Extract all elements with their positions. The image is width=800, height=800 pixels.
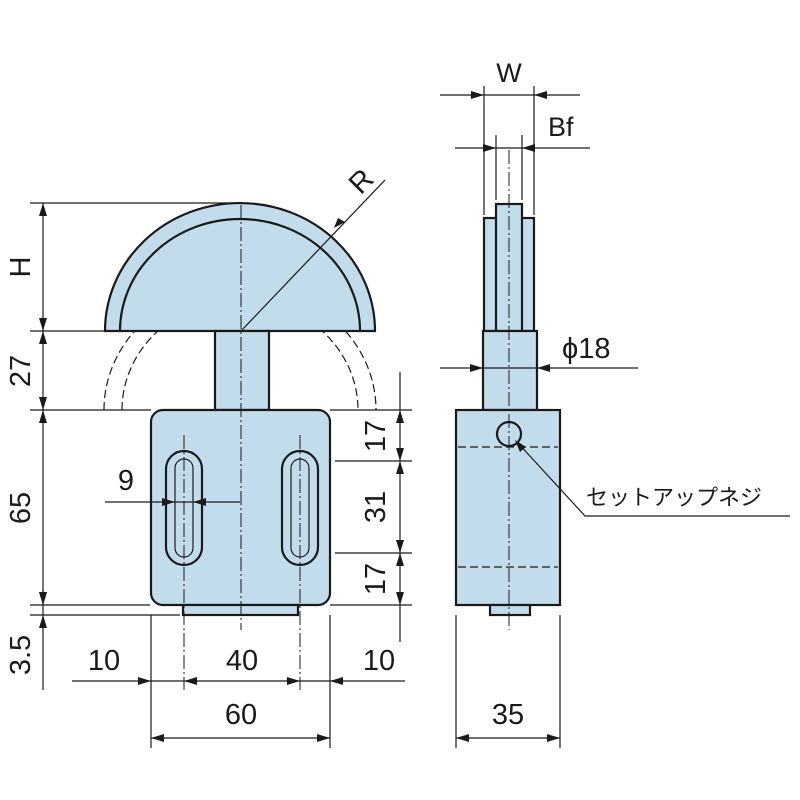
dim-phi18-label: ϕ18 bbox=[562, 333, 611, 365]
dim-40-arrow-left bbox=[184, 677, 197, 685]
side-view: W Bf ϕ18 35 セットアップネジ bbox=[440, 58, 790, 748]
dim-bf-label: Bf bbox=[548, 112, 574, 142]
dim-17-bottom-arrow-b bbox=[396, 592, 404, 605]
dim-3-5-arrow-bottom bbox=[39, 615, 47, 628]
dim-40-label: 40 bbox=[226, 645, 258, 677]
dim-35-arrow-right bbox=[547, 734, 560, 742]
dim-65-arrow-top bbox=[39, 410, 47, 423]
radius-label: R bbox=[343, 163, 380, 200]
dim-bf-arrow-right bbox=[522, 144, 535, 152]
setup-screw-leader-arrow bbox=[515, 440, 526, 452]
dim-10-left-arrow bbox=[138, 677, 151, 685]
dim-h-label: H bbox=[5, 257, 37, 278]
side-shaft bbox=[481, 329, 539, 412]
dim-31-arrow-top bbox=[396, 461, 404, 474]
dim-phi18-arrow-right bbox=[537, 364, 550, 372]
dim-35-arrow-left bbox=[456, 734, 469, 742]
radius-leader-line bbox=[240, 179, 386, 332]
cap-inner-edge bbox=[118, 217, 362, 332]
dim-65-label: 65 bbox=[5, 492, 37, 524]
dim-9-arrow-right bbox=[193, 498, 206, 506]
semicircle-cap bbox=[103, 201, 377, 333]
dim-40-arrow-right bbox=[287, 677, 300, 685]
dim-60-arrow-right bbox=[317, 734, 330, 742]
dim-27-arrow-top bbox=[39, 331, 47, 344]
dim-bf-arrow-left bbox=[483, 144, 496, 152]
dim-27-arrow-bottom bbox=[39, 397, 47, 410]
dim-h-arrow-bottom bbox=[39, 318, 47, 331]
dim-w-arrow-right bbox=[534, 91, 547, 99]
dim-9-label: 9 bbox=[118, 465, 134, 497]
cap-swing-path-inner bbox=[121, 299, 359, 411]
dim-10-right-arrow bbox=[330, 677, 343, 685]
dim-17-top-label: 17 bbox=[360, 420, 392, 452]
dim-3-5-label: 3.5 bbox=[5, 635, 37, 675]
shaft bbox=[213, 329, 271, 412]
dim-10-right-label: 10 bbox=[363, 645, 395, 677]
dim-31-arrow-bottom bbox=[396, 540, 404, 553]
front-view: R H 27 65 3.5 9 bbox=[5, 163, 412, 748]
side-base bbox=[488, 603, 532, 617]
dim-35-label: 35 bbox=[492, 699, 524, 731]
dim-17-top-arrow-a bbox=[396, 410, 404, 423]
dim-17-bottom-arrow-a bbox=[396, 553, 404, 566]
setup-screw-leader bbox=[516, 441, 790, 517]
dim-w-arrow-left bbox=[471, 91, 484, 99]
dim-17-top-arrow-b bbox=[396, 448, 404, 461]
dim-9-arrow-left bbox=[162, 498, 175, 506]
dim-w-label: W bbox=[496, 58, 522, 88]
radius-arrow bbox=[334, 218, 345, 228]
setup-screw-label: セットアップネジ bbox=[586, 486, 762, 511]
dim-h-arrow-top bbox=[39, 203, 47, 216]
dim-60-label: 60 bbox=[225, 699, 257, 731]
dim-10-left-label: 10 bbox=[88, 645, 120, 677]
dim-phi18-arrow-left bbox=[470, 364, 483, 372]
dim-60-arrow-left bbox=[151, 734, 164, 742]
dim-31-label: 31 bbox=[360, 491, 392, 523]
dim-27-label: 27 bbox=[5, 355, 37, 387]
dim-3-5-arrow-top bbox=[39, 592, 47, 605]
dim-17-bottom-label: 17 bbox=[360, 563, 392, 595]
